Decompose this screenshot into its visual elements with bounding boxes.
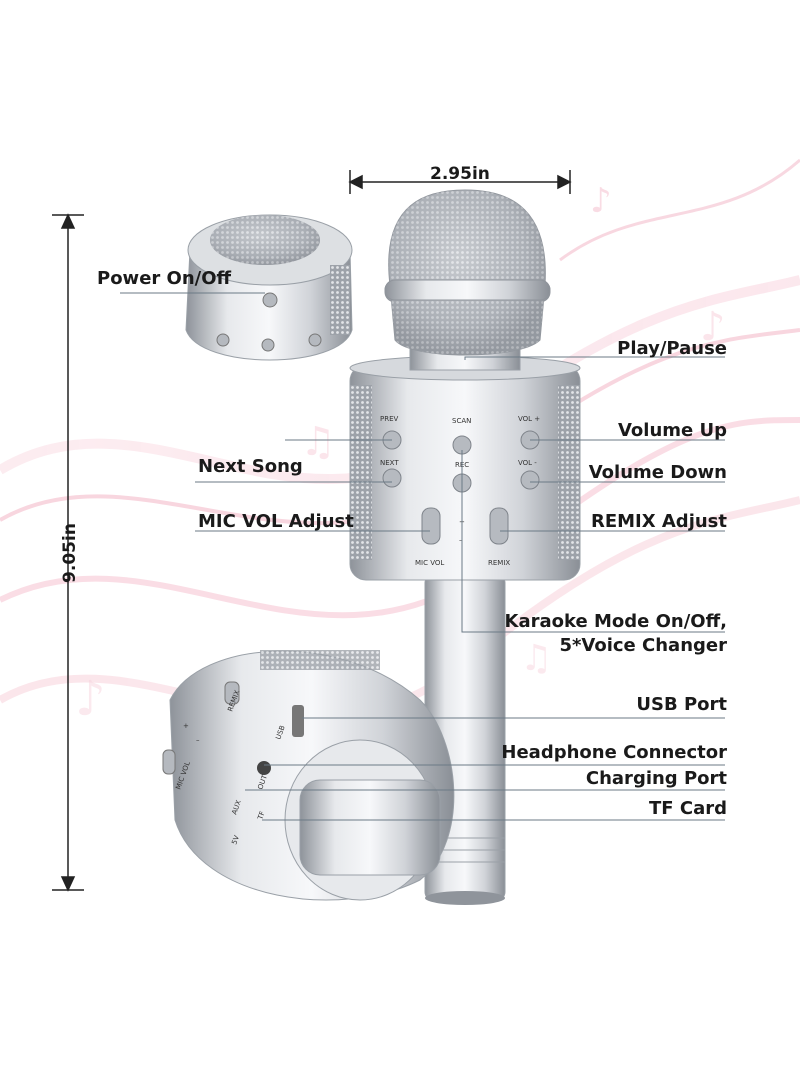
tf-label: TF bbox=[256, 810, 267, 821]
plus-inset: + bbox=[183, 722, 189, 730]
prev-label: PREV bbox=[380, 415, 399, 423]
vol-minus-label: VOL - bbox=[518, 459, 537, 467]
five-v-label: 5V bbox=[230, 834, 241, 846]
callout-karaoke-2: 5*Voice Changer bbox=[559, 635, 727, 656]
leader-lines bbox=[120, 292, 725, 821]
width-label: 2.95in bbox=[430, 164, 490, 184]
inset-top bbox=[185, 214, 353, 361]
background-waves: ♪ ♪ ♫ ♪ ♫ bbox=[0, 158, 800, 727]
svg-text:♫: ♫ bbox=[520, 638, 552, 679]
callout-headphone: Headphone Connector bbox=[501, 742, 727, 763]
mic-vol-label: MIC VOL bbox=[415, 559, 444, 567]
next-label: NEXT bbox=[380, 459, 399, 467]
svg-text:♪: ♪ bbox=[590, 181, 612, 221]
minus-inset: – bbox=[196, 736, 200, 744]
callout-charging: Charging Port bbox=[585, 768, 727, 789]
height-label: 9.05in bbox=[60, 523, 80, 583]
callout-mic-vol: MIC VOL Adjust bbox=[198, 511, 354, 532]
minus-sign: – bbox=[459, 536, 463, 544]
callout-power: Power On/Off bbox=[97, 268, 232, 289]
svg-text:♪: ♪ bbox=[75, 671, 106, 727]
height-dimension bbox=[52, 213, 84, 892]
callout-karaoke-1: Karaoke Mode On/Off, bbox=[504, 611, 728, 632]
svg-text:♫: ♫ bbox=[300, 419, 336, 465]
inset-bottom bbox=[162, 650, 455, 901]
microphone-main bbox=[349, 189, 581, 905]
callout-play-pause: Play/Pause bbox=[617, 338, 727, 359]
callout-volume-down: Volume Down bbox=[588, 462, 727, 483]
remix-label: REMIX bbox=[488, 559, 510, 567]
scan-label: SCAN bbox=[452, 417, 471, 425]
callout-volume-up: Volume Up bbox=[617, 420, 727, 441]
callout-tf-card: TF Card bbox=[649, 798, 727, 819]
callout-usb: USB Port bbox=[636, 694, 727, 715]
callout-remix: REMIX Adjust bbox=[590, 511, 727, 532]
width-dimension bbox=[348, 170, 572, 194]
vol-plus-label: VOL + bbox=[518, 415, 540, 423]
svg-text:♪: ♪ bbox=[700, 304, 726, 350]
callout-next-song: Next Song bbox=[198, 456, 303, 477]
